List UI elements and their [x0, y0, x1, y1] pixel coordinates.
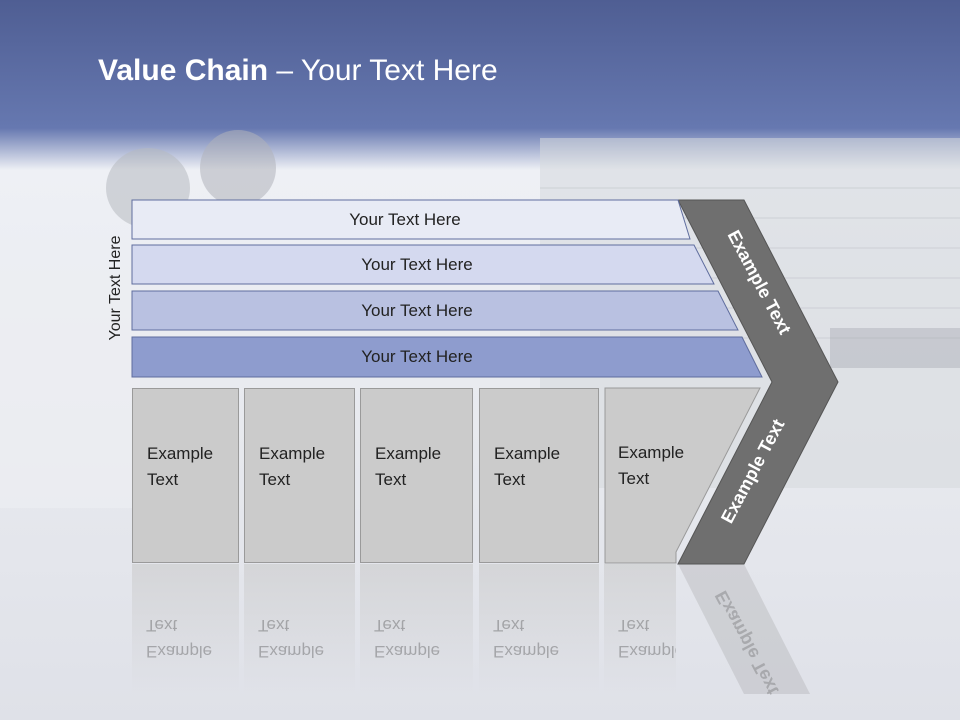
row-1-label: Your Text Here — [349, 209, 461, 229]
cell-2-reflection-line2: Text — [258, 616, 290, 635]
cell-5-shape — [604, 387, 761, 564]
row-2-shape — [131, 244, 715, 285]
row-4-label: Your Text Here — [361, 347, 473, 366]
cell-2-line1: Example — [259, 444, 326, 463]
title-bold: Value Chain — [98, 54, 269, 87]
cell-3-reflection: Example Text — [360, 564, 473, 694]
cell-5-reflection: Example Text — [604, 564, 676, 694]
cell-4-reflection-line1: Example — [493, 642, 560, 661]
chevron-reflection — [678, 564, 810, 694]
cell-2-reflection-line1: Example — [258, 642, 325, 661]
cell-1-line1: Example — [147, 444, 214, 463]
cell-2-reflection: Example Text — [244, 564, 355, 694]
row-2: Your Text Here — [132, 245, 702, 284]
row-1: Your Text Here — [132, 200, 678, 239]
row-4-shape — [131, 336, 763, 378]
title-rest: – Your Text Here — [268, 54, 498, 87]
cell-4-reflection-line2: Text — [493, 616, 525, 635]
row-3-label: Your Text Here — [361, 300, 473, 320]
cell-2-line2: Text — [259, 470, 291, 489]
row-1-shape — [131, 199, 691, 240]
cell-5-line2: Text — [618, 469, 650, 488]
cell-1-reflection-line1: Example — [146, 642, 213, 661]
cell-1-reflection: Example Text — [132, 564, 239, 694]
row-2-label: Your Text Here — [361, 254, 473, 274]
cell-3-reflection-line1: Example — [374, 642, 441, 661]
cell-1-reflection-line2: Text — [146, 616, 178, 635]
cell-5-line1: Example — [618, 443, 685, 462]
cell-4-line2: Text — [494, 470, 526, 489]
cell-1-line2: Text — [147, 470, 179, 489]
cell-4-reflection: Example Text — [479, 564, 599, 694]
chevron-arrow — [677, 199, 839, 565]
cell-5-reflection-line1: Example — [618, 642, 676, 661]
row-3-shape — [131, 290, 739, 331]
cell-4-line1: Example — [494, 444, 561, 463]
slide-title: Value Chain – Your Text Here — [98, 54, 498, 88]
row-4: Your Text Here — [132, 337, 702, 377]
cell-3-line1: Example — [375, 444, 442, 463]
cell-3-reflection-line2: Text — [374, 616, 406, 635]
row-3: Your Text Here — [132, 291, 702, 330]
cell-5-reflection-line2: Text — [618, 616, 650, 635]
cell-3-line2: Text — [375, 470, 407, 489]
